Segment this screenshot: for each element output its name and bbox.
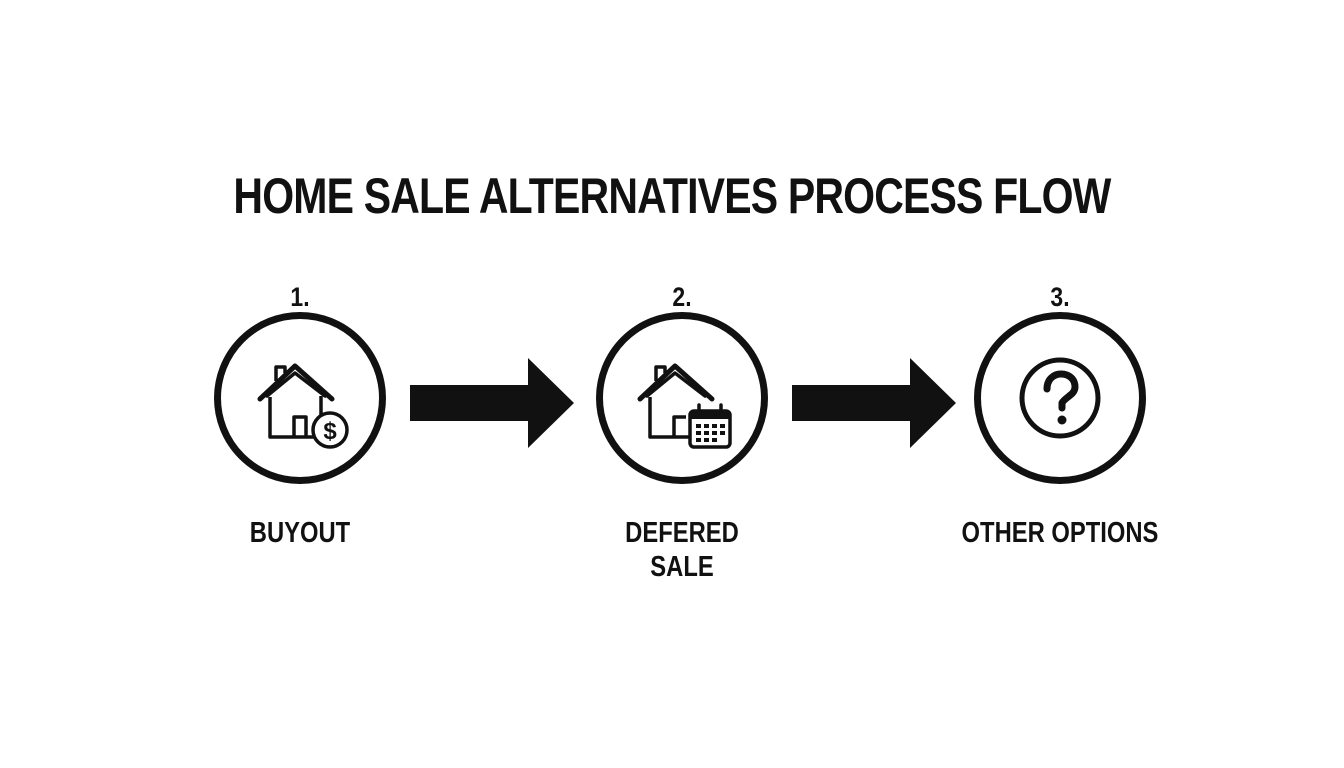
step-label-line1: DEFERED [625,517,739,549]
step-circle: $ [214,312,386,484]
arrow-right-icon [410,358,574,448]
house-calendar-icon [637,363,732,449]
step-circle [974,312,1146,484]
house-dollar-icon: $ [257,363,349,449]
step-buyout: 1. $ BUYOUT [170,282,430,582]
svg-text:$: $ [323,418,337,445]
step-other-options: 3. OTHER OPTIONS [930,282,1190,582]
arrow-right-icon [792,358,956,448]
step-label-line2: SALE [650,551,714,583]
step-label: OTHER OPTIONS [961,517,1159,549]
step-number: 2. [672,282,692,312]
step-label: BUYOUT [249,517,351,549]
diagram-title: HOME SALE ALTERNATIVES PROCESS FLOW [233,168,1111,224]
step-number: 3. [1050,282,1070,312]
step-number: 1. [290,282,310,312]
question-mark-icon [1019,357,1101,439]
step-circle [596,312,768,484]
step-deferred-sale: 2. [552,282,812,592]
